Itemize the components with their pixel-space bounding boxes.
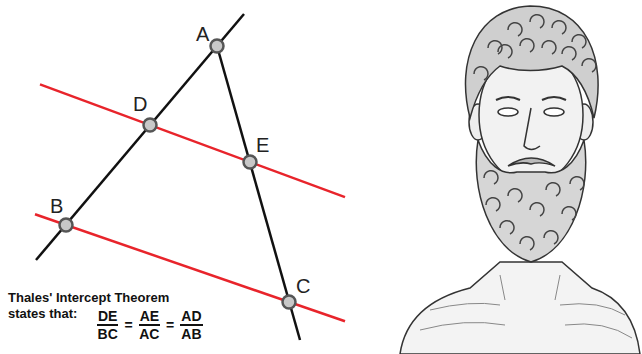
point-label: A <box>196 23 209 45</box>
mustache <box>508 158 555 166</box>
hair-curl <box>498 45 512 58</box>
point-label-box: E <box>256 135 269 155</box>
hair-curl <box>572 35 586 48</box>
hair-curl <box>508 23 522 36</box>
point-marker <box>244 156 257 169</box>
bust-chest <box>400 262 640 354</box>
fraction: DEBC <box>95 308 120 342</box>
point-label-box: D <box>133 94 147 114</box>
hair-curl <box>562 47 576 60</box>
ratio-term: AE <box>139 308 160 326</box>
fraction: AEAC <box>137 308 162 342</box>
beard-curl <box>508 189 522 202</box>
point-marker <box>211 40 224 53</box>
equals-box: = <box>166 317 174 333</box>
beard-curl <box>486 198 500 211</box>
beard-curl <box>484 171 498 184</box>
point-label: C <box>296 275 310 297</box>
ratio-term: DE <box>97 308 118 326</box>
hair-curl <box>582 59 596 72</box>
hair-curl <box>520 39 534 52</box>
beard-curl <box>562 207 576 220</box>
nose <box>524 108 540 150</box>
transversal-line <box>217 46 300 340</box>
hair <box>465 6 598 118</box>
point-marker <box>144 119 157 132</box>
ratio-term: BC <box>98 326 118 342</box>
point-label-box: B <box>50 196 63 216</box>
equals-box: = <box>124 317 132 333</box>
fraction: ADAB <box>178 308 204 342</box>
point-marker <box>60 219 73 232</box>
eye <box>498 108 518 116</box>
parallel-line <box>35 214 345 321</box>
beard-curl <box>530 203 544 216</box>
ratio-term: AD <box>180 308 202 326</box>
point-label: E <box>256 134 269 156</box>
hatching <box>420 275 632 338</box>
hair-curl <box>542 41 556 54</box>
hair-curl <box>552 21 566 34</box>
beard-curl <box>544 231 558 244</box>
beard-curl <box>500 221 514 234</box>
hair-curl <box>474 67 488 80</box>
equals-sign: = <box>124 317 132 333</box>
eyebrow <box>496 97 566 100</box>
beard-curl <box>520 237 534 250</box>
eye <box>544 108 564 116</box>
parallel-line <box>40 84 345 197</box>
beard <box>476 140 585 262</box>
transversal-line <box>36 14 244 260</box>
equals-sign: = <box>166 317 174 333</box>
point-label: B <box>50 195 63 217</box>
ratio-term: AC <box>139 326 159 342</box>
ratio-formula: DEBC=AEAC=ADAB <box>95 308 205 342</box>
ratio-term: AB <box>181 326 201 342</box>
point-label-box: A <box>196 24 209 44</box>
beard-curl <box>546 183 560 196</box>
point-label: D <box>133 93 147 115</box>
hair-curl <box>530 15 544 28</box>
beard-curl <box>570 177 584 190</box>
point-marker <box>283 296 296 309</box>
point-label-box: C <box>296 276 310 296</box>
